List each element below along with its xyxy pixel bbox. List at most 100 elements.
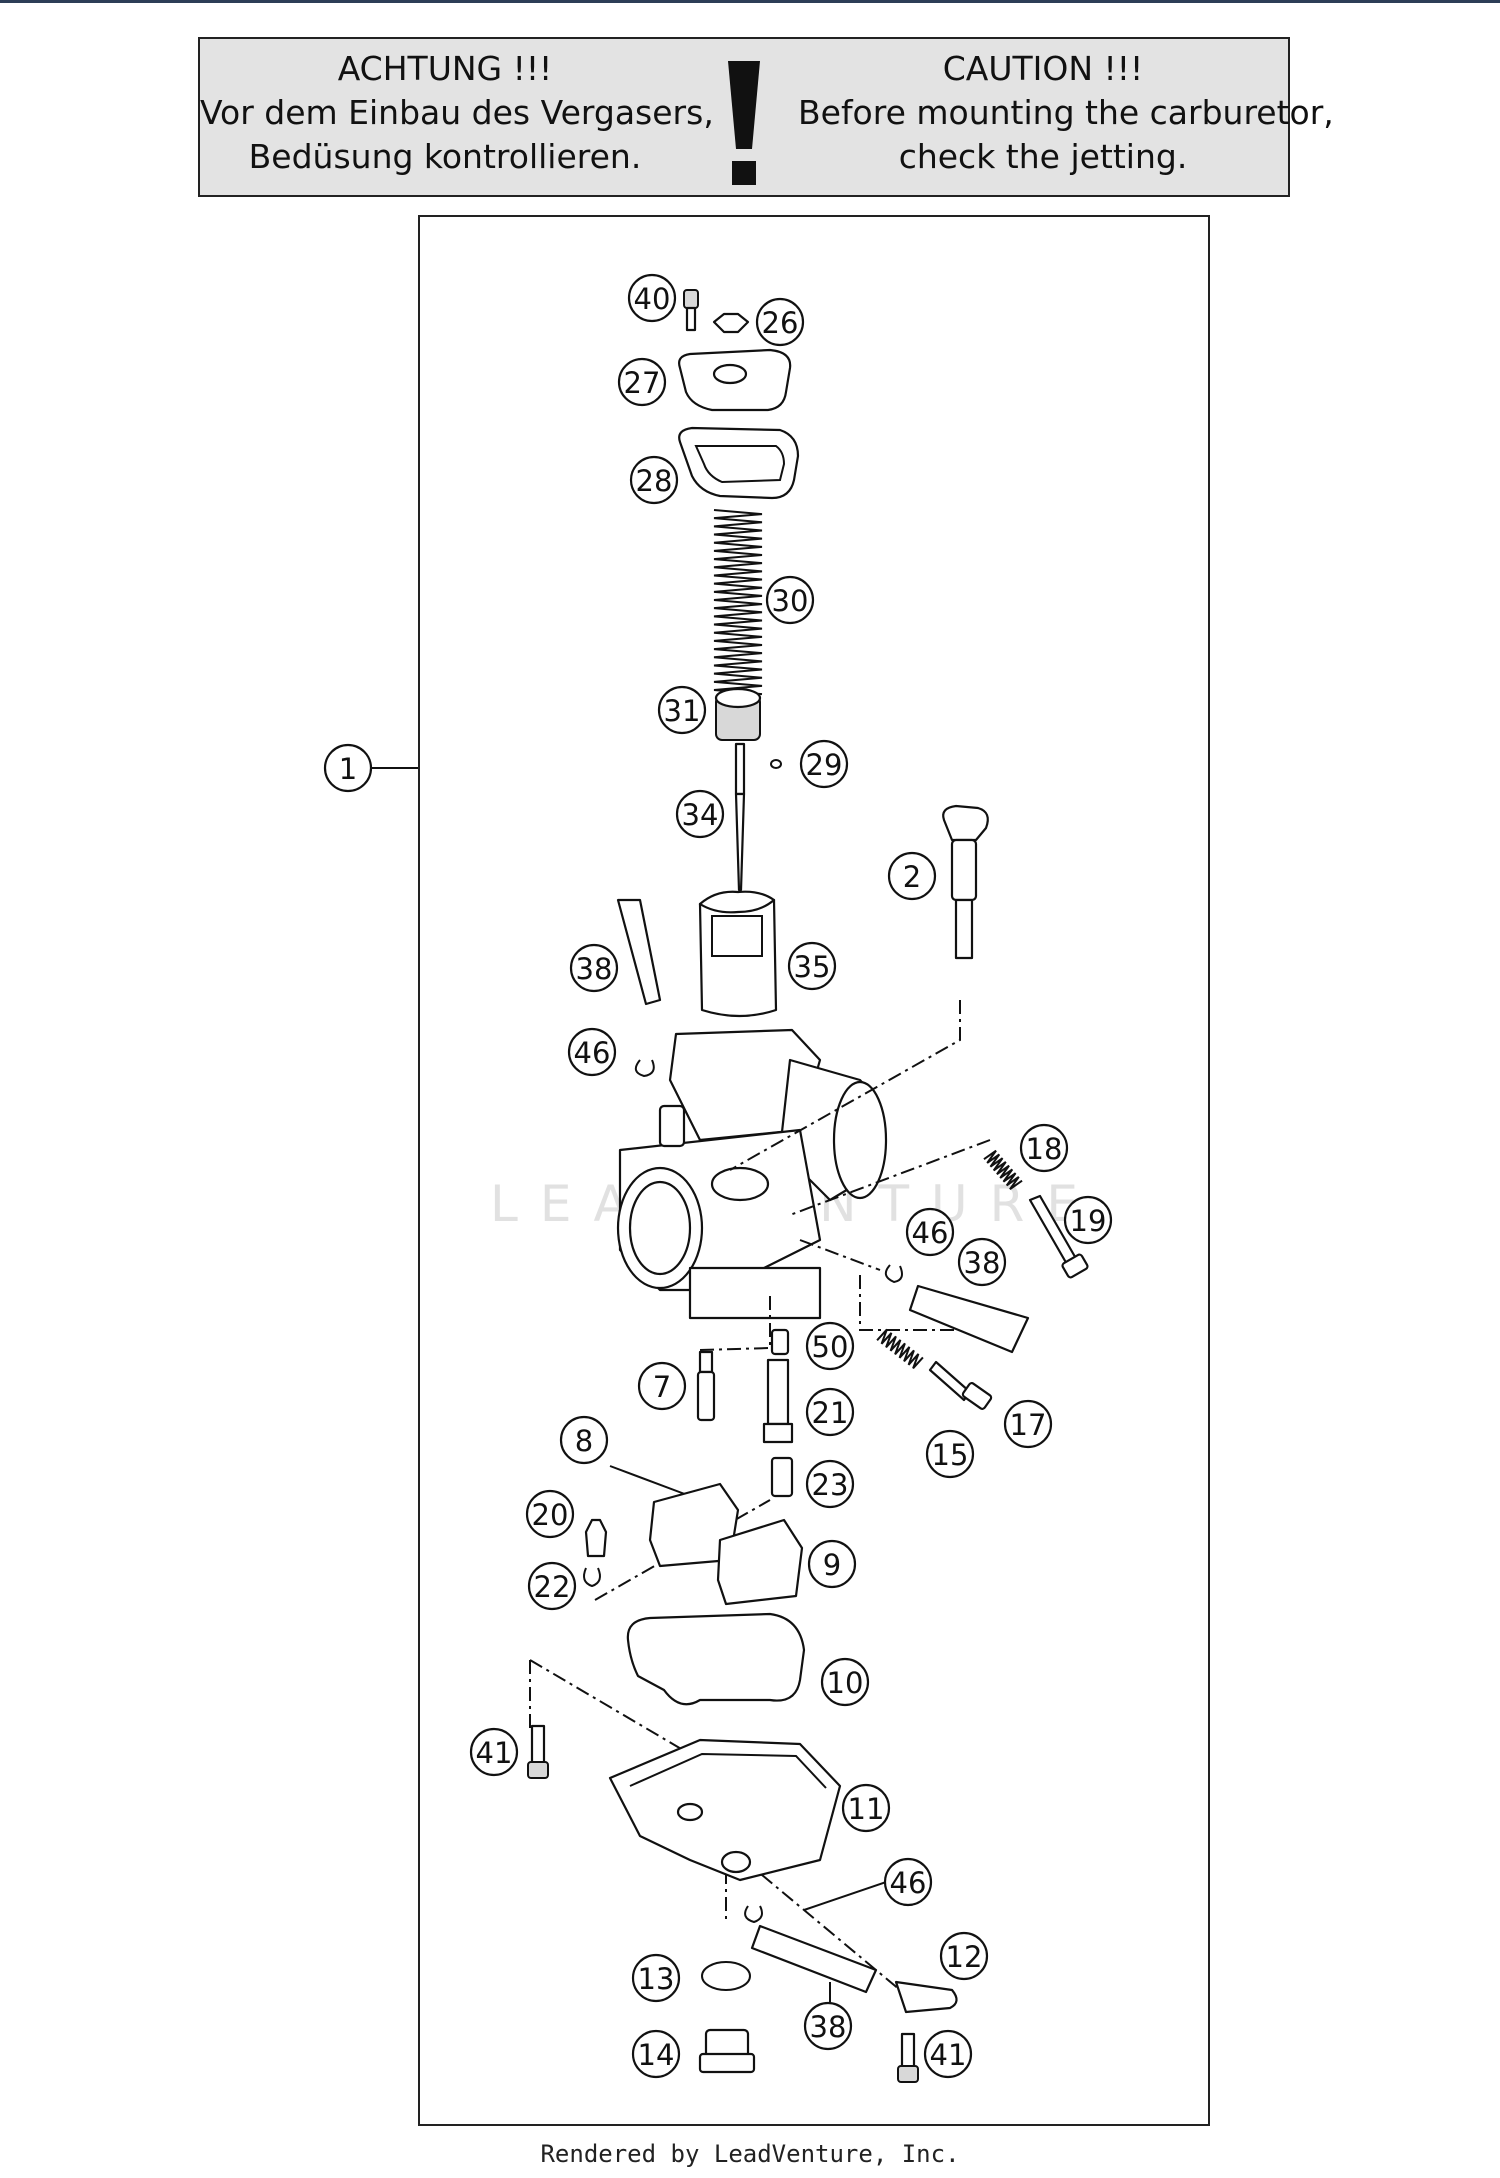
leader-46-mid	[799, 1239, 881, 1271]
callout-circle-18	[1019, 1123, 1069, 1173]
callout-circle-26	[755, 297, 805, 347]
callout-circle-14	[631, 2029, 681, 2079]
callout-circle-17	[1003, 1399, 1053, 1449]
part-circlip-46-mid	[884, 1264, 903, 1284]
part-drain-plug-14	[698, 2028, 756, 2074]
part-screw-41-lower	[897, 2032, 919, 2083]
callout-label-38: 38	[964, 1246, 1001, 1280]
part-hose-38-upper	[616, 898, 662, 1006]
exclamation-icon	[728, 61, 760, 185]
part-nut-26	[712, 312, 750, 334]
leader-2	[729, 1000, 961, 1171]
leader-15	[859, 1275, 990, 1331]
callout-circle-10	[820, 1657, 870, 1707]
part-carburetor-body	[616, 1028, 888, 1320]
leader-18	[789, 1139, 991, 1216]
callout-label-9: 9	[823, 1548, 841, 1582]
callout-label-8: 8	[575, 1424, 593, 1458]
part-gasket-28	[678, 426, 800, 500]
part-jet-7	[696, 1350, 716, 1422]
part-float-bowl-11	[608, 1738, 842, 1882]
part-circlip-46-upper	[634, 1059, 655, 1078]
callout-label-46: 46	[890, 1866, 927, 1900]
caution-german-line1: Vor dem Einbau des Vergasers,	[200, 93, 714, 132]
callout-circle-20	[525, 1489, 575, 1539]
caution-german-line2: Bedüsung kontrollieren.	[248, 137, 642, 176]
callout-label-34: 34	[682, 798, 719, 832]
callout-circle-38	[957, 1237, 1007, 1287]
callout-circle-30	[765, 575, 815, 625]
caution-english-title: CAUTION !!!	[942, 49, 1144, 88]
part-screw-41-upper	[527, 1724, 549, 1779]
callout-label-10: 10	[827, 1666, 864, 1700]
callout-circle-11	[841, 1783, 891, 1833]
callout-circle-2	[887, 851, 937, 901]
part-hose-38-lower	[750, 1924, 878, 1994]
part-jet-21	[762, 1358, 794, 1444]
callout-circle-46	[567, 1027, 617, 1077]
callout-label-50: 50	[812, 1330, 849, 1364]
callout-label-14: 14	[638, 2038, 675, 2072]
callout-label-21: 21	[812, 1396, 849, 1430]
leader-41-diag	[529, 1659, 701, 1761]
part-hose-38-mid	[908, 1284, 1030, 1354]
part-jet-50	[770, 1328, 790, 1356]
callout-label-11: 11	[848, 1792, 885, 1826]
part-jet-23	[770, 1456, 794, 1498]
callout-circle-38	[803, 2001, 853, 2051]
callout-label-1: 1	[339, 752, 357, 786]
callout-label-38: 38	[810, 2010, 847, 2044]
part-clip-29	[770, 759, 782, 769]
part-float-needle-20	[584, 1518, 608, 1558]
caution-english: CAUTION !!! Before mounting the carburet…	[798, 47, 1334, 179]
part-pin-8	[609, 1465, 691, 1497]
callout-label-23: 23	[812, 1468, 849, 1502]
callout-label-28: 28	[636, 464, 673, 498]
callout-circle-31	[657, 685, 707, 735]
part-retainer-31	[714, 687, 762, 741]
part-spring-18	[983, 1149, 1023, 1191]
callout-label-7: 7	[653, 1370, 671, 1404]
callout-label-27: 27	[624, 366, 661, 400]
callout-circle-22	[527, 1561, 577, 1611]
callout-circle-19	[1063, 1195, 1113, 1245]
part-screw-17	[928, 1360, 993, 1410]
callout-circle-1	[323, 743, 373, 793]
callout-circle-41	[923, 2029, 973, 2079]
callout-label-41: 41	[930, 2038, 967, 2072]
top-border	[0, 0, 1500, 3]
callout-label-35: 35	[794, 950, 831, 984]
diagram-frame	[418, 215, 1210, 2126]
part-gasket-10	[626, 1612, 806, 1706]
part-o-ring-13	[701, 1961, 751, 1991]
footer-credit: Rendered by LeadVenture, Inc.	[540, 2140, 960, 2168]
callout-group: 1278910111213141517181920212223262728293…	[323, 273, 1113, 2079]
part-float-9	[648, 1482, 804, 1606]
callout-circle-35	[787, 941, 837, 991]
caution-german: ACHTUNG !!! Vor dem Einbau des Vergasers…	[200, 47, 714, 179]
callout-circle-21	[805, 1387, 855, 1437]
callout-circle-13	[631, 1953, 681, 2003]
callout-label-20: 20	[532, 1498, 569, 1532]
part-clip-22	[583, 1567, 601, 1588]
callout-label-17: 17	[1010, 1408, 1047, 1442]
callout-circle-23	[805, 1459, 855, 1509]
callout-label-31: 31	[664, 694, 701, 728]
leader-46-lower	[803, 1879, 893, 1911]
part-spring-15	[876, 1328, 924, 1369]
callout-label-15: 15	[932, 1438, 969, 1472]
callout-circle-46	[905, 1207, 955, 1257]
caution-german-title: ACHTUNG !!!	[337, 49, 553, 88]
callout-circle-40	[627, 273, 677, 323]
callout-label-29: 29	[806, 748, 843, 782]
callout-circle-7	[637, 1361, 687, 1411]
caution-english-line2: check the jetting.	[898, 137, 1188, 176]
part-slide-35	[698, 890, 778, 1018]
callout-label-40: 40	[634, 282, 671, 316]
part-screw-19	[1028, 1194, 1089, 1279]
callout-label-18: 18	[1026, 1132, 1063, 1166]
part-circlip-46-lower	[744, 1905, 763, 1924]
callout-label-46: 46	[912, 1216, 949, 1250]
callout-label-46: 46	[574, 1036, 611, 1070]
callout-circle-27	[617, 357, 667, 407]
